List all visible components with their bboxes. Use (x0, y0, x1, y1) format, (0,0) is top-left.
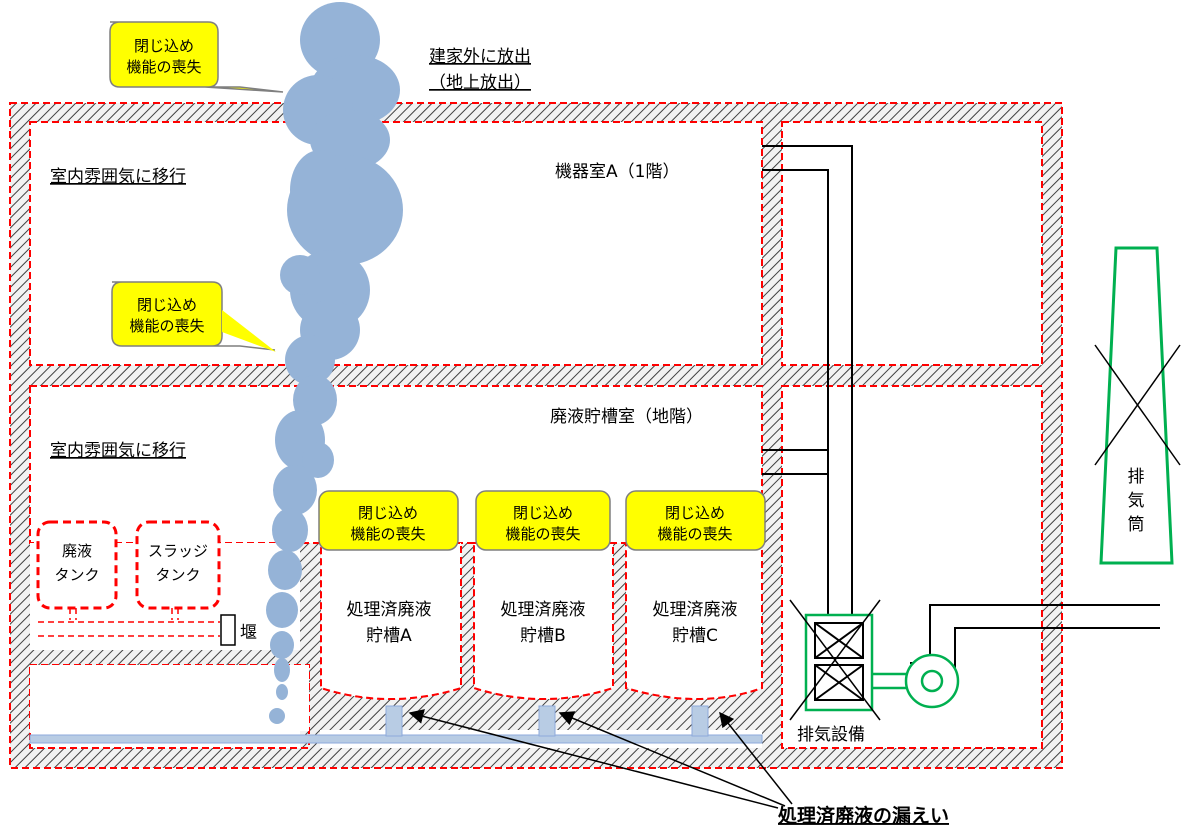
callout-tank-b-line1: 閉じ込め (513, 504, 573, 522)
room-atmosphere-upper: 室内雰囲気に移行 (50, 167, 186, 187)
sludge-tank-line2: タンク (155, 566, 200, 584)
callout-top-line2: 機能の喪失 (126, 58, 201, 76)
exhaust-stack (1094, 246, 1181, 565)
tank-a (320, 542, 462, 700)
callout-tank-a-line2: 機能の喪失 (350, 525, 425, 543)
stack-char3: 筒 (1128, 515, 1145, 535)
waste-tank-line2: タンク (54, 566, 99, 584)
callout-tank-b-line2: 機能の喪失 (505, 525, 580, 543)
tank-a-line2: 貯槽A (366, 626, 412, 646)
release-outside-line2: （地上放出） (429, 73, 531, 93)
tank-c (625, 542, 763, 700)
exhaust-equipment (789, 599, 960, 721)
tank-b (473, 542, 614, 700)
sludge-tank-line1: スラッジ (148, 542, 208, 560)
equipment-room-label: 機器室A（1階） (555, 162, 679, 182)
waste-tank-line1: 廃液 (62, 542, 92, 560)
tank-b-line2: 貯槽B (520, 626, 566, 646)
smoke-plume (266, 2, 403, 724)
waste-tank-room-label: 廃液貯槽室（地階） (550, 407, 703, 427)
sludge-tank (135, 520, 221, 610)
basement-floor-area (30, 665, 309, 731)
tanks (320, 542, 763, 700)
callout-top: 閉じ込め 機能の喪失 (109, 21, 284, 93)
leak-arrows (408, 709, 793, 809)
small-tanks (36, 520, 236, 646)
weir-icon (220, 614, 236, 646)
leak-label: 処理済廃液の漏えい (778, 804, 949, 827)
callout-tank-a-line1: 閉じ込め (358, 504, 418, 522)
callout-top-line1: 閉じ込め (134, 37, 194, 55)
tank-a-line1: 処理済廃液 (347, 600, 432, 620)
callout-tank-a: 閉じ込め 機能の喪失 (318, 490, 459, 551)
tank-c-line1: 処理済廃液 (653, 600, 738, 620)
diagram-labels: 建家外に放出 （地上放出） 室内雰囲気に移行 室内雰囲気に移行 機器室A（1階）… (50, 47, 1145, 827)
leak-liquid (29, 705, 763, 744)
exhaust-equipment-label: 排気設備 (797, 725, 865, 745)
callout-mid-line1: 閉じ込め (137, 296, 197, 314)
exhaust-ducts (762, 145, 1160, 689)
callout-tank-c: 閉じ込め 機能の喪失 (625, 490, 766, 551)
tank-b-line1: 処理済廃液 (501, 600, 586, 620)
room-atmosphere-lower: 室内雰囲気に移行 (50, 441, 186, 461)
callout-tank-c-line1: 閉じ込め (665, 504, 725, 522)
callout-mid: 閉じ込め 機能の喪失 (111, 281, 276, 352)
stack-char1: 排 (1128, 467, 1145, 487)
stack-char2: 気 (1128, 491, 1145, 511)
release-outside-line1: 建家外に放出 (429, 47, 531, 67)
weir-label: 堰 (240, 623, 257, 643)
callout-tank-c-line2: 機能の喪失 (657, 525, 732, 543)
tank-c-line2: 貯槽C (672, 626, 718, 646)
callout-tank-b: 閉じ込め 機能の喪失 (475, 490, 611, 551)
waste-tank (36, 520, 118, 610)
callout-mid-line2: 機能の喪失 (129, 317, 204, 335)
